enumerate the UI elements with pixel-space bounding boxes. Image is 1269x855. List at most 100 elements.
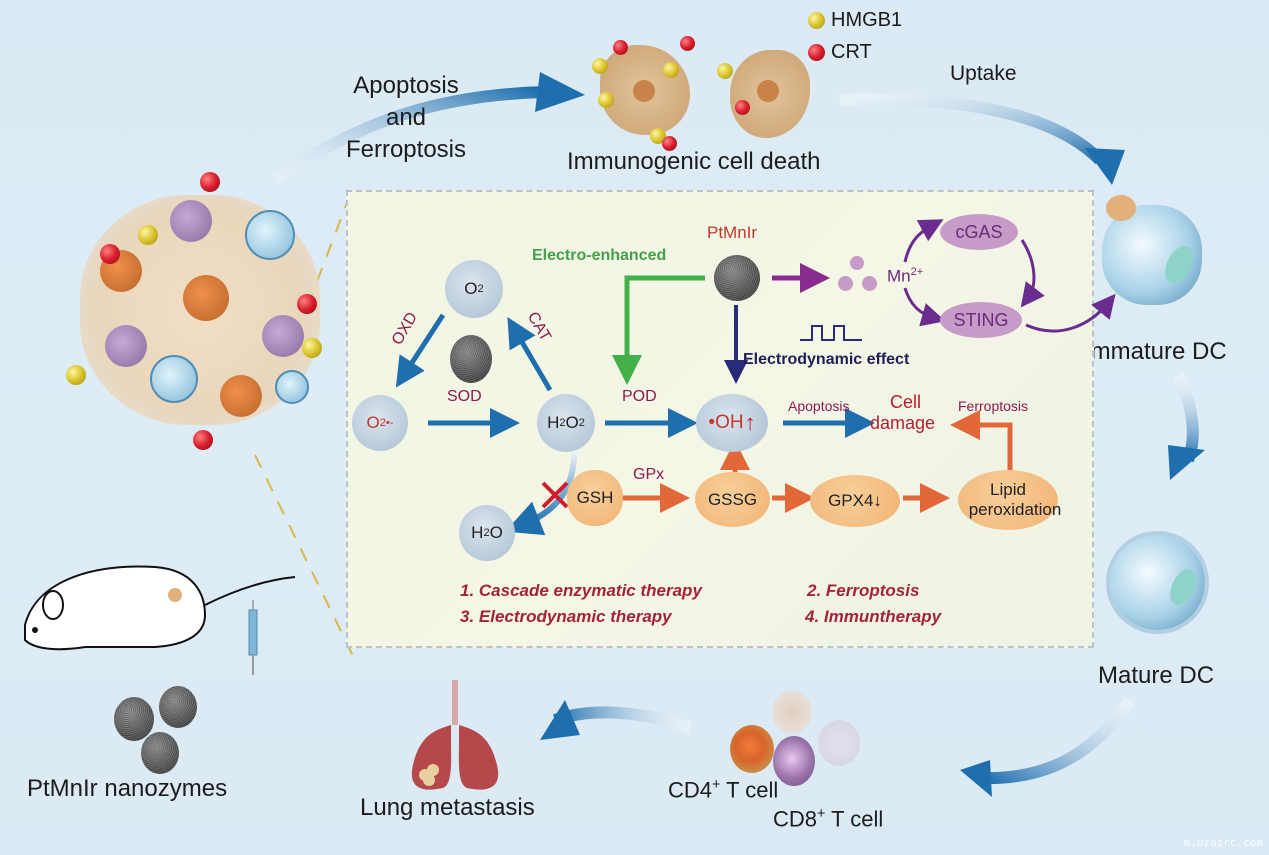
watermark: m.uzairc.com [1183,836,1263,849]
uptake-label: Uptake [950,62,1017,85]
crt-bead [680,36,695,51]
arrow-uptake [839,93,1125,185]
hmgb1-bead [138,225,158,245]
h2o2-o: O [565,413,579,432]
mn-label: Mn2+ [887,266,923,287]
gssg-text: GSSG [707,489,758,509]
yellow-bead-icon [808,11,825,29]
cell-text: Cell [890,392,922,412]
tumor-cluster [70,185,335,435]
arrow-to-icd [271,72,585,185]
apoptosis-ferroptosis-label: Apoptosis and Ferroptosis [336,70,476,166]
gpx4-text: GPX4↓ [828,491,882,510]
crt-bead [200,172,220,192]
therapy-4: 4. Immuntherapy [805,607,942,626]
cd4-sup: + [712,777,721,793]
hmgb1-bead [663,62,679,78]
node-gssg: GSSG [695,472,770,527]
hmgb1-bead [717,63,733,79]
node-oh: •OH↑ [696,394,768,452]
node-gpx4: GPX4↓ [810,475,900,527]
cd4-rest: T cell [720,777,779,803]
mature-dc-label: Mature DC [1098,662,1215,689]
electrodynamic-label: Electrodynamic effect [743,351,910,368]
cd8-text: CD8 [773,806,818,832]
label-line: Apoptosis [353,72,459,99]
cd8-t-cell-faded [818,720,860,766]
mouse-illustration [24,565,296,651]
cd8-rest: T cell [825,806,884,832]
hmgb1-bead [592,58,608,74]
hmgb1-bead [598,92,614,108]
mn-sup: 2+ [910,266,924,278]
superoxide-sup: •- [385,417,394,429]
lung-metastasis-label: Lung metastasis [360,794,535,821]
crt-bead [735,100,750,115]
arrow-sting-dc [1025,293,1116,333]
crt-bead [613,40,628,55]
ferroptosis-label: Ferroptosis [958,398,1029,414]
label-sod: SOD [447,388,482,405]
crt-bead [100,244,120,264]
o2-sub: 2 [477,283,484,295]
damage-text: damage [870,413,936,433]
up-arrow-icon: ↑ [744,410,756,435]
arrow-ferroptosis [950,410,1013,472]
arrow-mn-sting [903,287,946,327]
red-bead-icon [808,43,825,61]
label-line: and [385,104,427,131]
pulse-wave-icon [800,325,862,341]
mn-ion-icon [838,276,853,291]
h2o2-h: H [547,413,560,432]
arrow-to-lung [540,700,693,740]
arrow-cat [507,317,553,392]
o2-text: O [464,279,478,298]
h2o-h: H [471,523,484,542]
h2o2-sub1: 2 [559,417,566,429]
arrow-oxd [395,313,446,388]
node-gsh: GSH [567,470,623,526]
oh-text: •OH [708,412,744,433]
sting-text: STING [953,309,1009,330]
cd8-t-cell [773,736,815,786]
label-pod: POD [622,388,657,405]
hmgb1-bead [302,338,322,358]
crt-bead [662,136,677,151]
lungs-illustration [411,680,499,790]
therapy-1: 1. Cascade enzymatic therapy [460,581,702,600]
arrow-to-mature [1168,372,1205,480]
arrow-mn-cgas [903,219,944,263]
h2o-sub: 2 [483,527,490,539]
cd4-text: CD4 [668,777,713,803]
label-gpx: GPx [633,466,665,483]
legend-label-hmgb1: HMGB1 [831,8,903,31]
nanozyme-particle [114,697,154,741]
peroxidation-text: peroxidation [968,500,1062,519]
nanozyme-particle [141,732,179,774]
node-cgas: cGAS [940,214,1018,250]
cell-damage-label: Cell damage [870,392,935,434]
electro-enhanced-label: Electro-enhanced [532,247,667,264]
cd4-t-cell [730,725,774,773]
cgas-text: cGAS [955,221,1003,242]
icd-label: Immunogenic cell death [567,148,821,175]
gsh-text: GSH [576,488,614,507]
immature-dc-label: Immature DC [1084,338,1227,365]
mn-ion-icon [850,256,864,270]
crt-bead [297,294,317,314]
apoptosis-label: Apoptosis [788,398,850,414]
zoom-line-bottom [254,454,356,661]
cd8-label: CD8+ T cell [773,806,883,832]
mn-ion-icon [862,276,877,291]
ptmnir-label: PtMnIr [707,223,758,242]
label-line: Ferroptosis [345,136,467,163]
ptmnir-particle [714,255,760,301]
hmgb1-bead [66,365,86,385]
superoxide-sub: 2 [379,417,386,429]
inhibit-x-icon [541,481,569,509]
